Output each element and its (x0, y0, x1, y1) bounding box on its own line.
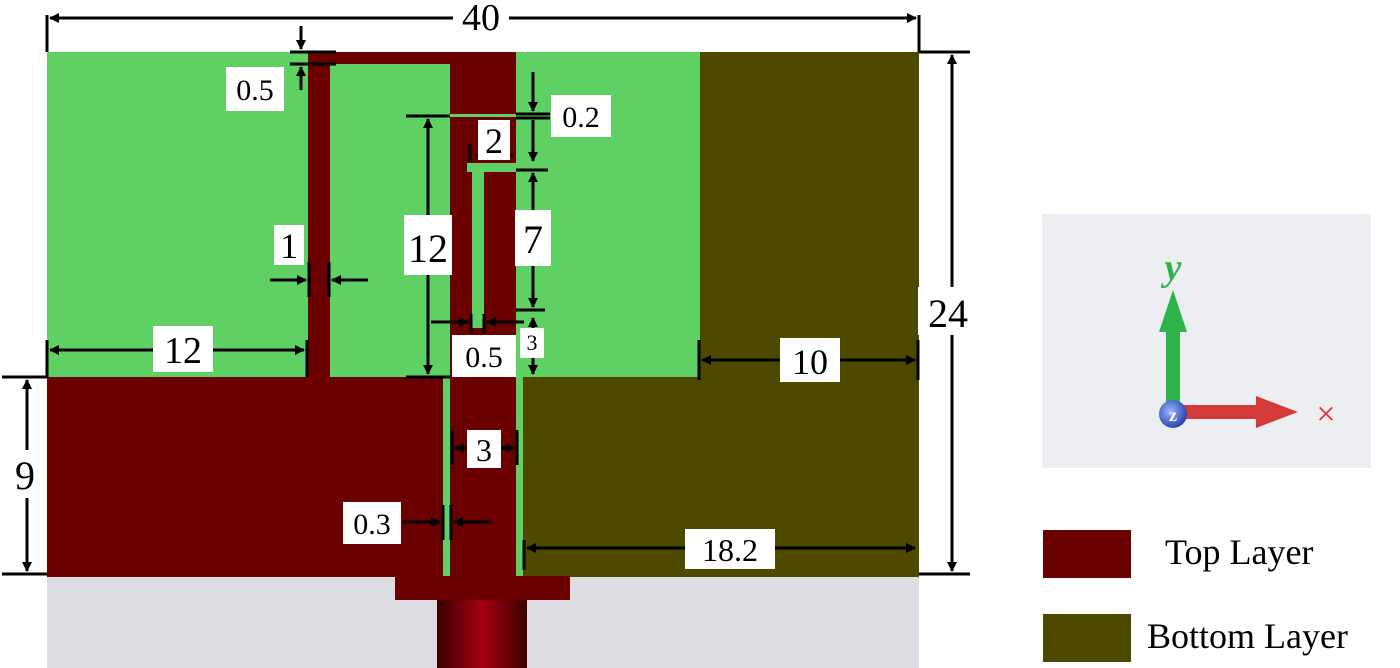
dim-left-width: 12 (164, 330, 202, 372)
dim-total-height: 24 (928, 291, 968, 336)
top-layer-ground (47, 377, 443, 577)
dim-bottom-patch-width: 10 (792, 342, 828, 382)
legend-swatch-top-layer (1043, 530, 1131, 578)
legend-label-top-layer: Top Layer (1165, 532, 1313, 572)
dimension-labels: 40 24 9 12 10 18.2 1 0.5 12 0.2 2 7 0.5 … (5, 0, 978, 569)
top-gap-line (450, 114, 516, 117)
legend-swatch-bottom-layer (1043, 614, 1131, 662)
axis-z-label: z (1169, 405, 1177, 425)
feed-gap-right (516, 377, 523, 577)
xyz-axes-icon: z y × (1159, 247, 1336, 433)
axis-x-label: × (1316, 396, 1335, 433)
bottom-layer-patch (700, 52, 919, 377)
legend-label-bottom-layer: Bottom Layer (1147, 616, 1348, 656)
dim-stub-width: 1 (280, 226, 298, 266)
dim-small-gap: 3 (527, 330, 538, 355)
dim-ground-height: 9 (15, 453, 35, 498)
dim-slot-height: 12 (408, 226, 448, 271)
left-stub (308, 52, 330, 377)
dim-bottom-ground-width: 18.2 (702, 532, 758, 568)
feed-gap-left (443, 377, 450, 577)
dim-feed-width: 3 (476, 432, 492, 468)
axes-panel: z y × (1042, 214, 1371, 468)
axes-panel-background (1042, 214, 1371, 468)
dim-feed-gap: 0.3 (353, 508, 391, 541)
feed-line (450, 377, 516, 577)
dim-inner-width: 2 (485, 121, 503, 161)
dim-inner-slot-height: 7 (523, 217, 543, 262)
dim-inner-gap: 0.5 (465, 341, 503, 374)
inner-slot-top (467, 163, 517, 172)
connector-pin (437, 600, 527, 668)
legend: Top Layer Bottom Layer (1043, 530, 1348, 662)
dim-feed-slot-top: 0.5 (236, 74, 274, 107)
axis-y-label: y (1161, 247, 1182, 289)
dim-top-gap: 0.2 (562, 101, 600, 134)
connector-flange (395, 576, 570, 600)
dim-total-width: 40 (462, 0, 500, 39)
inner-slot-left (472, 163, 484, 328)
